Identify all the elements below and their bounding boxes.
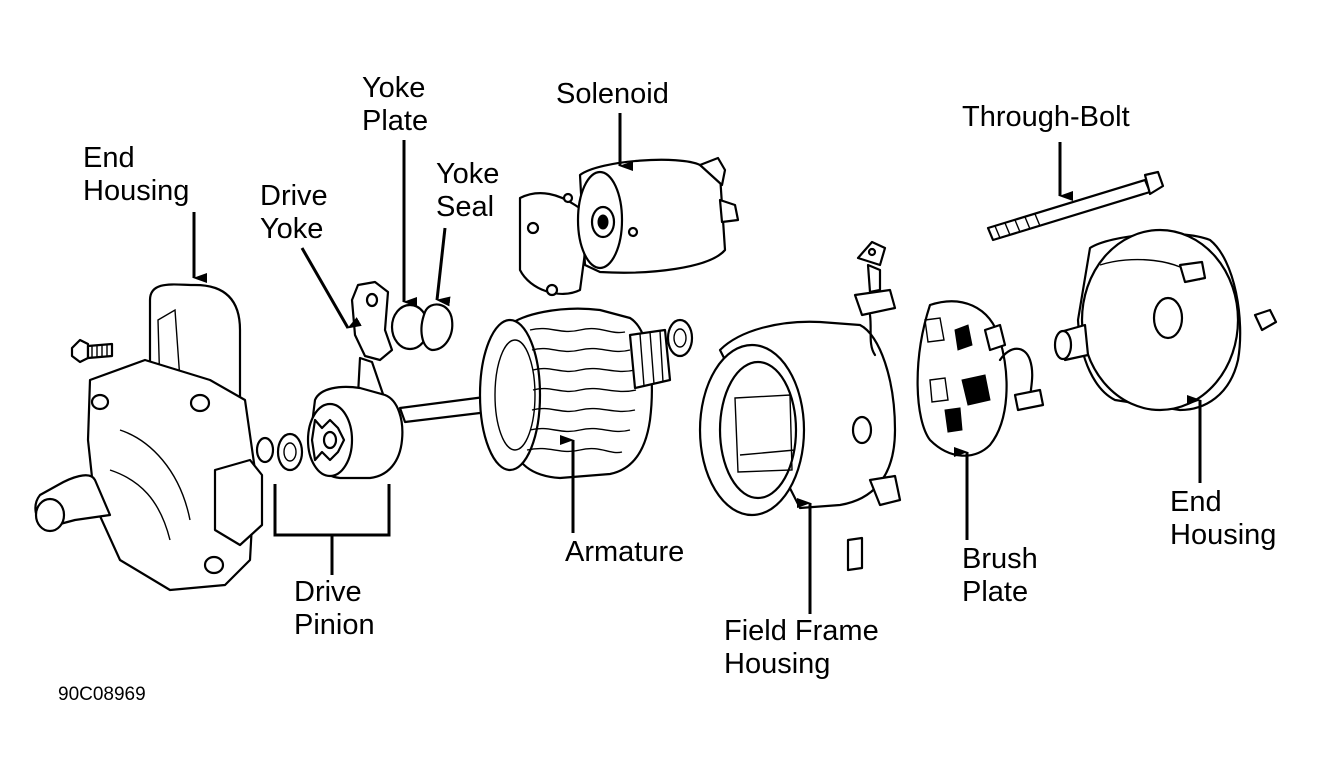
label-end-housing-right-line2: Housing: [1170, 519, 1277, 551]
end-housing-right-part: [1053, 228, 1278, 412]
bolt-left: [70, 338, 114, 364]
leader-arrows: [192, 113, 1202, 614]
label-yoke-seal-line2: Seal: [436, 191, 495, 223]
label-yoke-plate-line2: Plate: [362, 105, 429, 137]
label-yoke-plate: Yoke Plate: [362, 72, 428, 138]
label-field-frame-housing-line2: Housing: [724, 648, 831, 680]
yoke-seal-part: [420, 303, 454, 352]
label-brush-plate: Brush Plate: [962, 543, 1038, 609]
label-yoke-seal: Yoke Seal: [436, 158, 499, 224]
through-bolt-part: [986, 170, 1165, 242]
field-frame-housing-part: [698, 240, 902, 572]
label-drive-pinion-line1: Drive: [294, 576, 362, 608]
label-field-frame-housing: Field Frame Housing: [724, 615, 879, 681]
label-end-housing-left: End Housing: [83, 142, 189, 208]
drive-pinion-part: [276, 385, 404, 480]
label-brush-plate-line1: Brush: [962, 543, 1038, 575]
armature-part: [398, 307, 694, 480]
label-end-housing-left-line2: Housing: [83, 175, 190, 207]
label-field-frame-housing-line1: Field Frame: [724, 615, 879, 647]
label-drive-yoke-line1: Drive: [260, 180, 328, 212]
label-drive-pinion-line2: Pinion: [294, 609, 375, 641]
label-end-housing-right-line1: End: [1170, 486, 1222, 518]
solenoid-part: [518, 156, 740, 297]
label-end-housing-right: End Housing: [1170, 486, 1276, 552]
label-armature: Armature: [565, 536, 685, 568]
label-drive-pinion: Drive Pinion: [294, 576, 375, 642]
label-brush-plate-line2: Plate: [962, 576, 1029, 608]
label-drive-yoke-line2: Yoke: [260, 213, 324, 245]
end-housing-left-part: [34, 283, 275, 592]
brush-plate-part: [916, 300, 1045, 457]
label-solenoid: Solenoid: [556, 78, 669, 110]
label-end-housing-left-line1: End: [83, 142, 135, 174]
label-yoke-plate-line1: Yoke: [362, 72, 426, 104]
label-through-bolt: Through-Bolt: [962, 101, 1130, 133]
figure-code: 90C08969: [58, 684, 146, 705]
label-yoke-seal-line1: Yoke: [436, 158, 500, 190]
label-drive-yoke: Drive Yoke: [260, 180, 328, 246]
